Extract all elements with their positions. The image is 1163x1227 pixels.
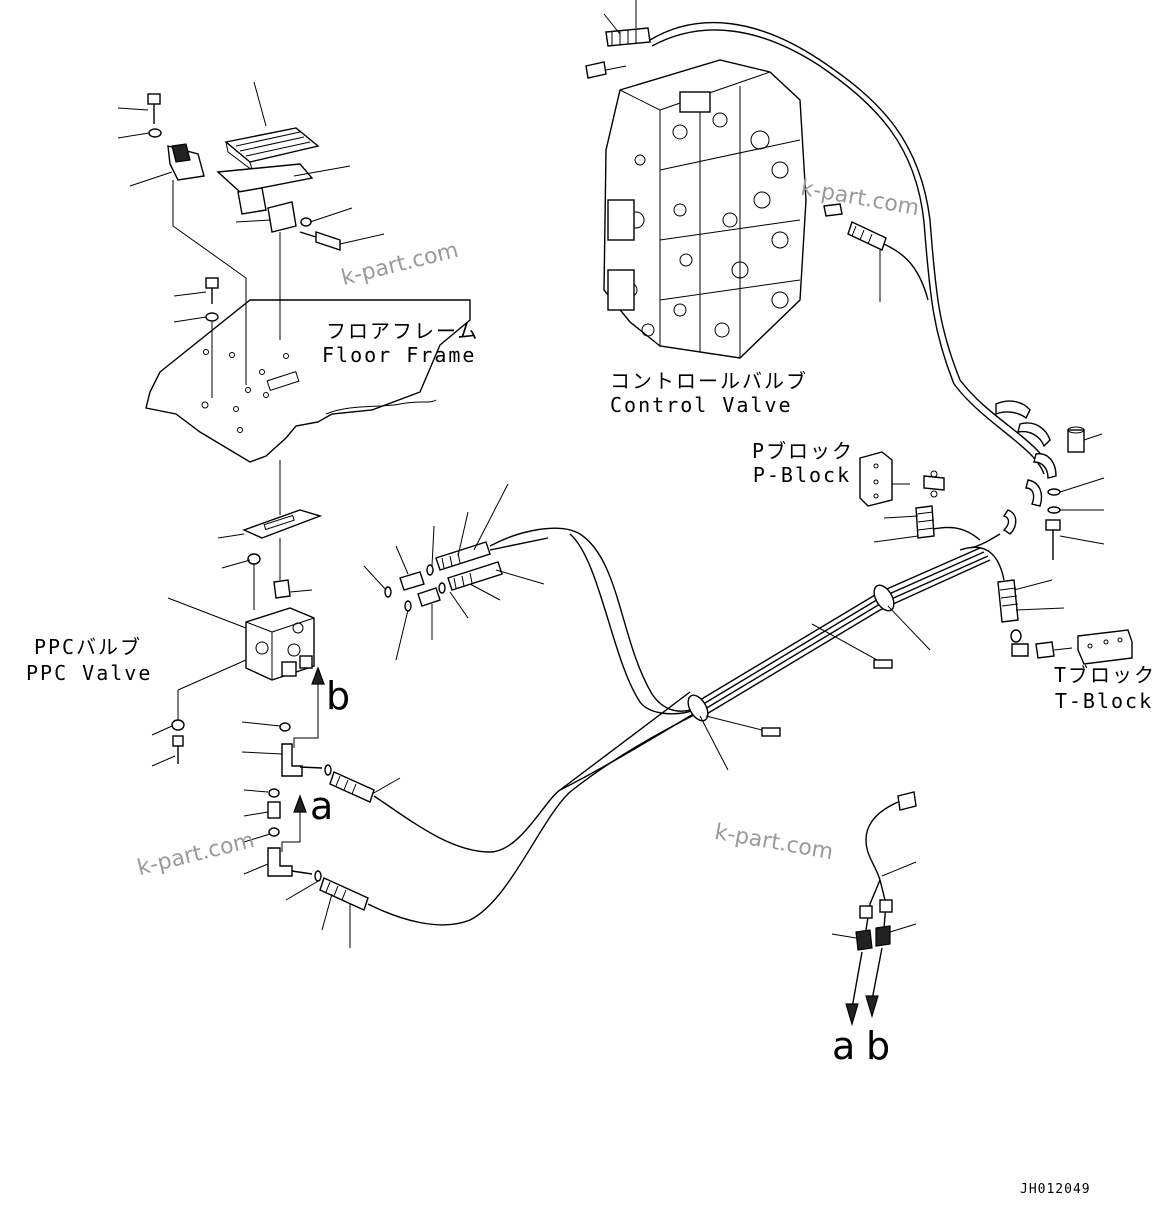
floor-frame-label-jp: フロアフレーム (326, 319, 480, 343)
control-valve-label-en: Control Valve (610, 393, 793, 417)
clamp-bolt-parts (1045, 426, 1105, 560)
ppc-valve-assembly (151, 460, 323, 877)
hose-lines (285, 483, 1065, 948)
floor-frame-label-en: Floor Frame (322, 343, 477, 367)
marker-a-left: a (310, 784, 334, 828)
floor-frame-plate (145, 299, 471, 463)
control-valve-block (603, 59, 929, 359)
marker-b-right: b (866, 1024, 891, 1068)
spiral-guard (995, 400, 1057, 535)
marker-a-right: a (832, 1024, 856, 1068)
ppc-valve-label-en: PPC Valve (26, 661, 153, 685)
marker-b-left: b (326, 674, 351, 718)
marker-arrows-left (281, 666, 325, 852)
control-valve-label-jp: コントロールバルブ (610, 369, 808, 393)
pressure-switch-harness (831, 791, 917, 1027)
t-block-label-en: T-Block (1054, 689, 1154, 713)
pedal-assembly (117, 81, 385, 398)
t-block-label-jp: Tブロック (1054, 663, 1157, 687)
p-block-label-en: P-Block (752, 463, 852, 487)
t-block (1035, 629, 1133, 665)
ppc-valve-label-jp: PPCバルブ (33, 635, 143, 659)
p-block (859, 451, 945, 507)
hose-to-control-valve (585, 0, 1057, 549)
p-block-label-jp: Pブロック (752, 439, 855, 463)
document-id: JH012049 (1020, 1182, 1091, 1197)
